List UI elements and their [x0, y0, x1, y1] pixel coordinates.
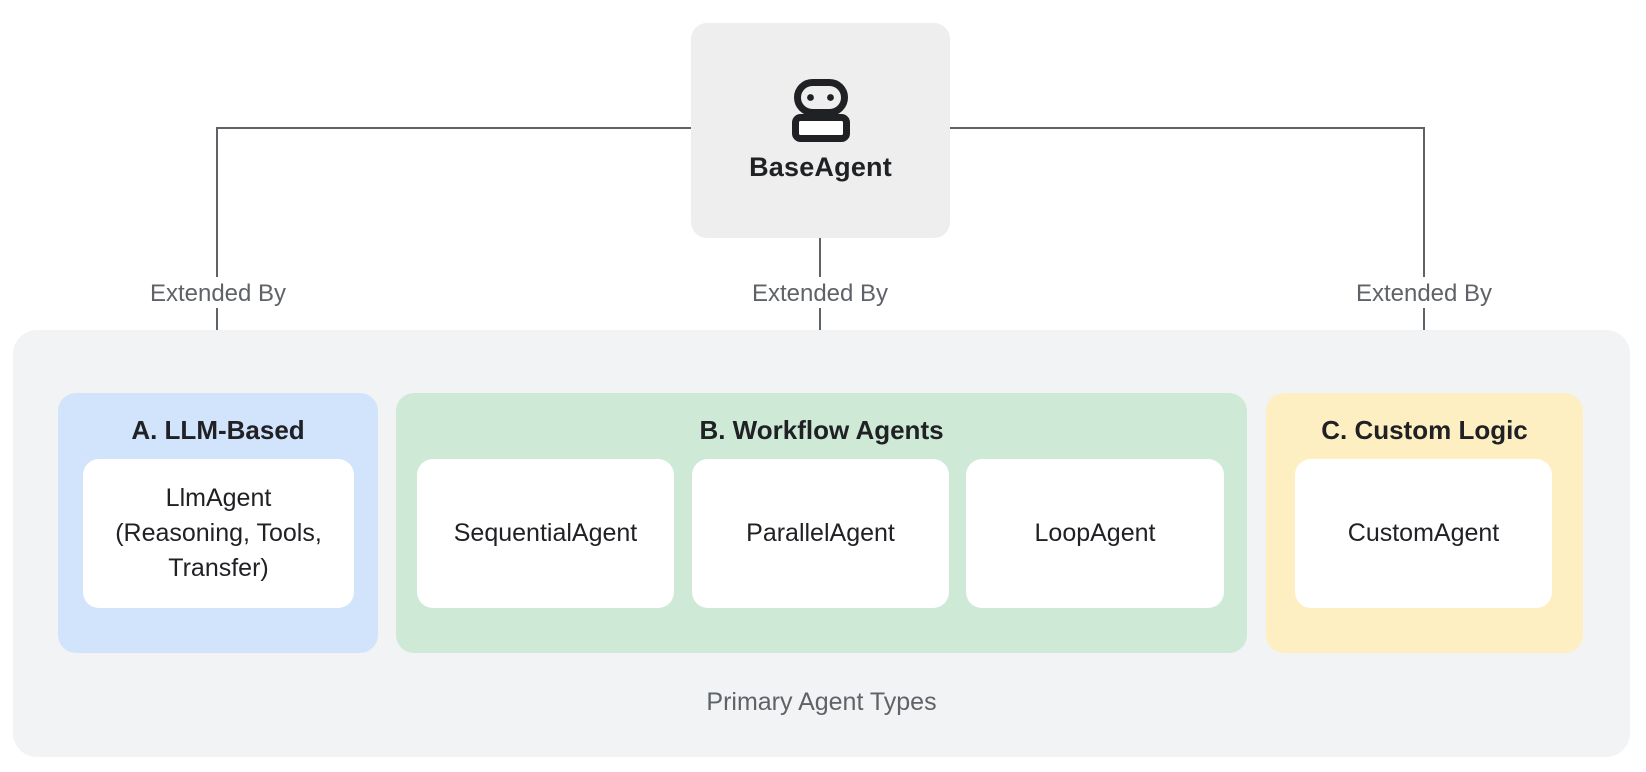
- connector-vertical-right-upper: [1423, 127, 1425, 277]
- base-agent-label: BaseAgent: [749, 152, 892, 182]
- connector-vertical-center-upper: [819, 238, 821, 277]
- section-custom-logic: C. Custom Logic CustomAgent: [1266, 393, 1583, 653]
- section-llm-based: A. LLM-Based LlmAgent (Reasoning, Tools,…: [58, 393, 378, 653]
- card-parallel-agent: ParallelAgent: [692, 459, 949, 608]
- section-title-llm-based: A. LLM-Based: [131, 415, 305, 445]
- edge-label-extended-by-right: Extended By: [1355, 280, 1493, 307]
- card-llm-agent: LlmAgent (Reasoning, Tools, Transfer): [83, 459, 354, 608]
- base-agent-node: BaseAgent: [691, 23, 950, 238]
- card-custom-agent: CustomAgent: [1295, 459, 1552, 608]
- card-loop-agent: LoopAgent: [966, 459, 1224, 608]
- connector-horizontal-left: [216, 127, 692, 129]
- edge-label-extended-by-left: Extended By: [149, 280, 287, 307]
- card-sequential-agent: SequentialAgent: [417, 459, 674, 608]
- section-title-workflow-agents: B. Workflow Agents: [699, 415, 944, 445]
- section-workflow-agents: B. Workflow Agents SequentialAgent Paral…: [396, 393, 1247, 653]
- edge-label-extended-by-center: Extended By: [751, 280, 889, 307]
- robot-icon: [791, 79, 850, 142]
- section-title-custom-logic: C. Custom Logic: [1321, 415, 1528, 445]
- primary-agent-types-container: A. LLM-Based LlmAgent (Reasoning, Tools,…: [13, 330, 1630, 757]
- connector-horizontal-right: [949, 127, 1425, 129]
- connector-vertical-left-upper: [216, 127, 218, 277]
- group-caption: Primary Agent Types: [706, 688, 937, 716]
